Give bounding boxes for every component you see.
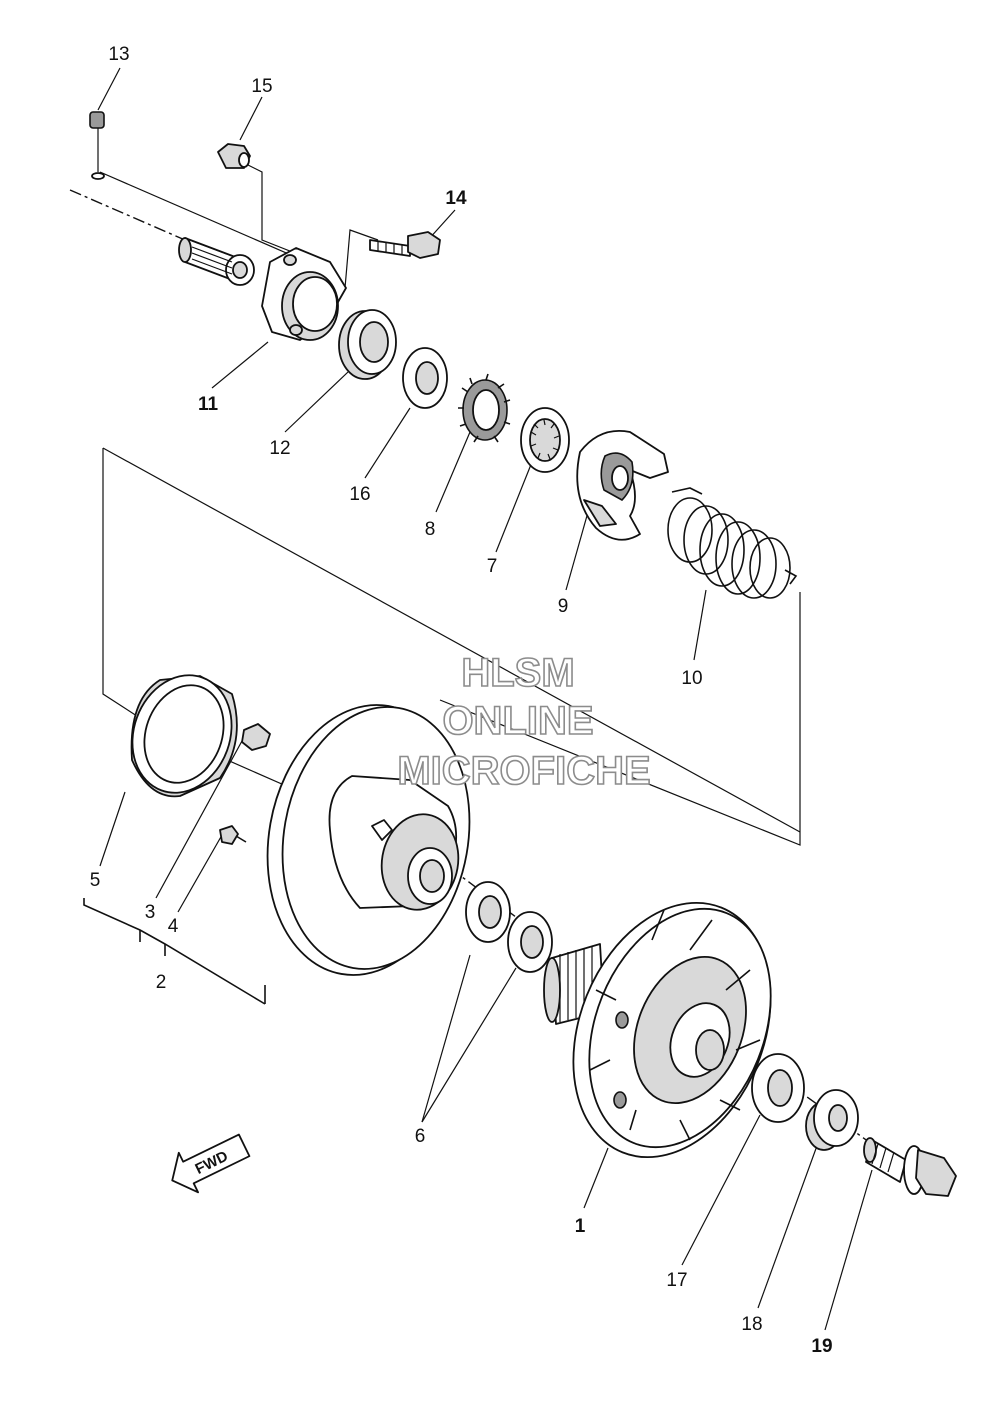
part-9-cam <box>576 430 669 541</box>
callout-9: 9 <box>558 596 569 617</box>
fwd-direction-marker: FWD <box>171 1133 251 1194</box>
splined-shaft <box>178 237 255 286</box>
callout-labels: 1 2 3 4 5 6 7 8 9 10 11 12 13 14 15 16 1… <box>90 44 833 1357</box>
callout-12: 12 <box>269 438 290 459</box>
callout-1: 1 <box>575 1216 586 1237</box>
part-17-washer <box>751 1053 805 1123</box>
callout-14: 14 <box>445 188 467 209</box>
callout-4: 4 <box>168 916 179 937</box>
part-6-washers <box>465 881 553 973</box>
callout-5: 5 <box>90 870 101 891</box>
callout-8: 8 <box>425 519 436 540</box>
part-7-splined-washer <box>520 407 570 473</box>
callout-18: 18 <box>741 1314 762 1335</box>
part-8-lock-washer <box>458 373 511 443</box>
part-18-spacer <box>805 1089 859 1151</box>
part-2-sheave <box>266 704 471 976</box>
part-5-collar <box>130 674 238 798</box>
part-19-flange-bolt <box>863 1137 957 1197</box>
part-12-bearing <box>338 309 397 380</box>
callout-17: 17 <box>666 1270 687 1291</box>
callout-11: 11 <box>198 394 219 415</box>
watermark-line-1: HLSM <box>461 651 574 695</box>
callout-16: 16 <box>349 484 370 505</box>
part-14-bolt <box>369 231 441 259</box>
part-10-spring <box>667 487 798 599</box>
callout-13: 13 <box>108 44 129 65</box>
part-4-screw <box>219 825 247 845</box>
part-1-movable-sheave <box>543 901 772 1159</box>
part-11-bearing-housing <box>261 247 347 341</box>
watermark-line-2: ONLINE <box>442 699 593 743</box>
callout-10: 10 <box>681 668 702 689</box>
callout-6: 6 <box>415 1126 426 1147</box>
part-3-slider <box>241 723 271 751</box>
part-13-grease-nipple <box>89 111 105 180</box>
callout-2: 2 <box>156 972 167 993</box>
callout-19: 19 <box>811 1336 832 1357</box>
callout-7: 7 <box>487 556 498 577</box>
watermark: HLSM ONLINE MICROFICHE <box>397 650 652 794</box>
watermark-line-3: MICROFICHE <box>397 749 650 793</box>
callout-3: 3 <box>145 902 156 923</box>
part-15-nut <box>217 143 251 169</box>
callout-15: 15 <box>251 76 272 97</box>
part-16-washer <box>402 347 448 409</box>
assembly-lines <box>69 67 881 1331</box>
